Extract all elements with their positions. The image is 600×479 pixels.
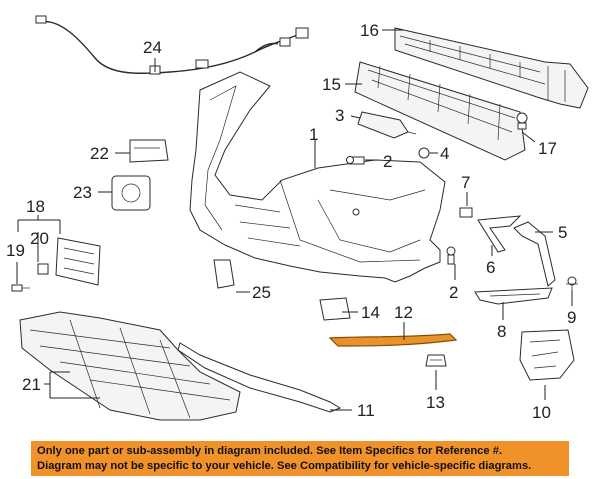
part-12-absorber-strip [328, 333, 458, 347]
part-24-wiring-harness [35, 15, 309, 75]
callout-25: 25 [252, 283, 271, 302]
callout-21: 21 [22, 375, 41, 394]
part-22-sensor [129, 139, 169, 163]
callout-18: 18 [26, 197, 45, 216]
disclaimer-line-1: Only one part or sub-assembly in diagram… [37, 445, 503, 457]
callout-17: 17 [538, 139, 557, 158]
part-8-molding [474, 287, 553, 305]
part-21-under-cover [19, 311, 241, 421]
part-2-fastener-upper [346, 156, 365, 165]
callout-19: 19 [6, 241, 25, 260]
part-6-trim [477, 215, 522, 253]
part-14-seal [319, 297, 351, 321]
bracket-18 [17, 215, 61, 262]
callout-12: 12 [394, 303, 413, 322]
callout-24: 24 [143, 38, 162, 57]
callout-labels: 1 2 2 3 4 5 6 7 8 9 10 11 12 13 14 15 16… [6, 21, 576, 422]
bracket-21 [44, 371, 100, 399]
callout-5: 5 [558, 223, 567, 242]
callout-2-lower: 2 [449, 283, 458, 302]
parts-diagram: 1 2 2 3 4 5 6 7 8 9 10 11 12 13 14 15 16… [6, 15, 589, 422]
callout-9: 9 [567, 308, 576, 327]
callout-20: 20 [30, 229, 49, 248]
callout-11: 11 [357, 401, 375, 420]
part-19-bolt [11, 284, 30, 292]
callout-22: 22 [90, 144, 109, 163]
disclaimer-line-2: Diagram may not be specific to your vehi… [37, 459, 532, 472]
part-7-clip [459, 207, 473, 218]
callout-23: 23 [73, 183, 92, 202]
callout-7: 7 [461, 173, 470, 192]
callout-2-upper: 2 [383, 152, 392, 171]
disclaimer-banner: Only one part or sub-assembly in diagram… [31, 441, 569, 476]
callout-13: 13 [426, 393, 445, 412]
part-17-clip [516, 112, 528, 130]
part-10-bracket [519, 329, 575, 381]
part-9-clip [566, 276, 578, 290]
part-20-bracket [55, 237, 101, 286]
part-23-sensor-housing [111, 175, 151, 211]
part-15-absorber [354, 61, 526, 161]
part-3-bracket [357, 111, 417, 139]
part-5-bezel [513, 221, 556, 287]
callout-10: 10 [532, 403, 551, 422]
callout-8: 8 [497, 322, 506, 341]
callout-1: 1 [309, 125, 318, 144]
callout-15: 15 [322, 75, 341, 94]
callout-4: 4 [440, 144, 449, 163]
leader-lines [16, 29, 573, 411]
part-16-reinforcement [394, 27, 589, 109]
part-25-bracket [213, 259, 235, 289]
callout-3: 3 [335, 106, 344, 125]
part-13-clip [425, 354, 447, 367]
callout-6: 6 [486, 258, 495, 277]
callout-16: 16 [360, 21, 379, 40]
callout-14: 14 [361, 303, 380, 322]
part-1-bumper-cover [189, 71, 446, 283]
part-20-clip [37, 263, 49, 275]
part-2-fastener-lower [446, 246, 456, 265]
